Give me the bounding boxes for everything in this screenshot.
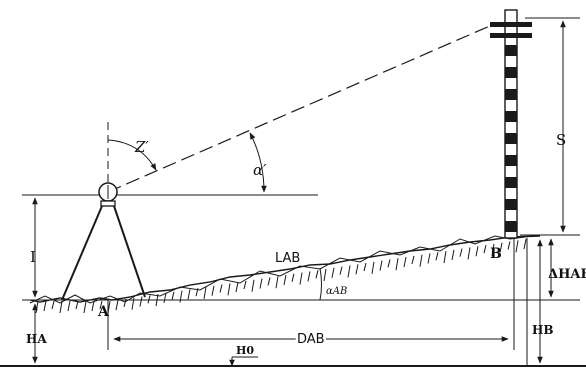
label-instrument-height: I	[30, 248, 36, 266]
hatch-mark	[235, 282, 239, 293]
line-of-sight	[107, 24, 493, 193]
hatch-mark	[467, 247, 471, 260]
hatch-mark	[379, 260, 383, 271]
hatch-mark	[67, 300, 71, 312]
hatch-mark	[259, 278, 263, 289]
label-datum: H0	[236, 344, 254, 357]
rod-stripe	[505, 67, 517, 78]
label-height-diff: ΔHAB	[548, 267, 586, 282]
label-height-b: HB	[532, 323, 553, 337]
hatch-mark	[59, 300, 63, 314]
hatch-mark	[187, 289, 191, 300]
hatch-mark	[315, 270, 319, 279]
terrain-profile	[29, 234, 541, 304]
hatch-mark	[291, 273, 295, 282]
tribrach	[100, 200, 116, 207]
hatch-mark	[115, 300, 119, 311]
label-vertical-angle: α′	[253, 161, 267, 179]
hatch-mark	[435, 252, 439, 261]
hatch-mark	[227, 283, 231, 296]
hatch-mark	[211, 285, 215, 296]
rod-stripe	[505, 177, 517, 188]
rod-stripe	[505, 133, 517, 144]
hatch-mark	[139, 296, 143, 307]
hatch-mark	[251, 279, 255, 292]
hatch-mark	[163, 292, 167, 304]
label-point-a: A	[97, 304, 110, 320]
hatch-mark	[283, 274, 287, 286]
tripod-leg-right	[113, 205, 146, 298]
hatch-mark	[203, 286, 207, 300]
tripod-leg-left	[61, 205, 103, 301]
hatch-mark	[419, 254, 423, 267]
hatch-mark	[427, 253, 431, 264]
rod-target-bar-top	[490, 22, 532, 27]
hatch-mark	[155, 294, 159, 307]
hatch-mark	[307, 271, 311, 282]
hatch-mark	[179, 290, 183, 303]
hatch-mark	[355, 264, 359, 275]
vertical-angle-arc	[249, 132, 267, 193]
hatch-mark	[451, 249, 455, 260]
hatch-mark	[339, 266, 343, 275]
hatch-mark	[483, 244, 487, 254]
hatch-mark	[323, 268, 327, 282]
label-slope-line: LAB	[275, 251, 300, 266]
hatch-mark	[275, 276, 279, 289]
hatch-mark	[403, 256, 407, 268]
label-point-b: B	[490, 246, 502, 262]
rod-stripe	[505, 45, 517, 56]
hatch-mark	[43, 300, 47, 312]
hatch-mark	[99, 300, 103, 310]
hatch-mark	[91, 300, 95, 312]
hatch-mark	[499, 242, 503, 253]
terrain-slope-line	[29, 235, 541, 303]
hatch-mark	[331, 267, 335, 278]
hatch-mark	[395, 258, 399, 271]
label-zenith-angle: Z′	[134, 138, 149, 156]
label-height-a: HA	[26, 332, 47, 346]
hatch-mark	[347, 265, 351, 278]
rod-stripe	[505, 199, 517, 210]
hatch-mark	[507, 241, 511, 250]
hatch-mark	[387, 259, 391, 268]
hatch-mark	[371, 261, 375, 274]
rod-stripe	[505, 89, 517, 100]
rod-stripe	[505, 111, 517, 122]
hatch-mark	[195, 288, 199, 297]
leveling-rod	[490, 9, 532, 239]
rod-stripe	[505, 221, 517, 232]
hatch-mark	[515, 240, 519, 253]
hatch-mark	[83, 300, 87, 314]
hatch-mark	[219, 284, 223, 293]
rod-stripe	[505, 155, 517, 166]
hatch-mark	[443, 250, 447, 264]
hatch-mark	[131, 297, 135, 310]
hatch-mark	[475, 246, 479, 257]
hatch-mark	[147, 295, 151, 304]
rod-target-bar-bottom	[490, 33, 532, 38]
hatch-mark	[299, 272, 303, 285]
label-slope-distance: S	[556, 131, 566, 149]
theodolite	[61, 182, 146, 301]
hatch-mark	[491, 243, 495, 256]
hatch-mark	[459, 248, 463, 257]
hatch-mark	[123, 298, 127, 308]
hatch-mark	[411, 255, 415, 264]
hatch-mark	[363, 262, 367, 272]
label-ground-angle: αAB	[326, 286, 347, 297]
hatch-mark	[243, 280, 247, 290]
terrain-hatching	[35, 238, 527, 314]
hatch-mark	[75, 300, 79, 310]
zenith-angle-arc	[107, 139, 157, 171]
hatch-mark	[35, 300, 39, 314]
hatch-mark	[523, 238, 527, 250]
hatch-mark	[171, 291, 175, 300]
hatch-mark	[267, 277, 271, 286]
label-horizontal-distance: DAB	[297, 332, 325, 347]
hatch-mark	[51, 300, 55, 310]
ground-angle-arc	[319, 267, 322, 301]
